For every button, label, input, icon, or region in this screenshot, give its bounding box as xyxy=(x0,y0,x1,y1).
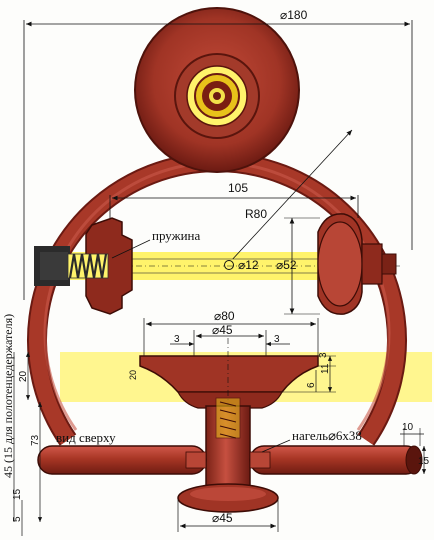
dim-axle-length-text: 105 xyxy=(228,181,248,195)
peg-label: нагель⌀6х38 xyxy=(292,428,362,443)
dim-height-73: 73 xyxy=(30,434,41,446)
dim-outer-diameter-text: ⌀180 xyxy=(280,8,308,22)
dim-radius-text: R80 xyxy=(245,207,267,221)
dim-offset-left: 3 xyxy=(174,334,180,345)
dim-bottom-5: 5 xyxy=(12,516,23,522)
dim-rod-15: 15 xyxy=(418,456,430,467)
dim-left-side: 20 73 45 (15 для полотенцедержателя) 5 1… xyxy=(1,314,43,536)
dim-offset-right: 3 xyxy=(274,334,280,345)
bottom-knob xyxy=(177,483,279,513)
side-label: 45 (15 для полотенцедержателя) xyxy=(1,314,15,478)
dim-axle-diameter: ⌀52 xyxy=(276,258,297,272)
dim-base-diameter: ⌀80 xyxy=(214,309,235,323)
dim-axle-length: 105 xyxy=(109,181,359,218)
dim-collar-diameter: ⌀45 xyxy=(212,323,233,337)
dim-height-11: 11 xyxy=(320,363,331,374)
rods xyxy=(37,445,423,475)
left-hub xyxy=(34,217,133,315)
dim-beam-20: 20 xyxy=(128,370,138,380)
central-post xyxy=(205,397,251,493)
dim-hole-diameter: ⌀12 xyxy=(238,258,259,272)
dim-bottom-diameter-text: ⌀45 xyxy=(212,511,233,525)
dim-height-3: 3 xyxy=(318,352,329,358)
dim-axle-center: ⌀12 ⌀52 xyxy=(224,217,320,315)
right-hub xyxy=(317,213,397,315)
top-disc xyxy=(134,7,300,173)
dim-outer-diameter: ⌀180 xyxy=(23,8,413,300)
top-view-label: вид сверху xyxy=(56,430,116,445)
dim-base: ⌀80 ⌀45 3 3 xyxy=(143,309,319,360)
dim-radius: R80 xyxy=(229,129,353,263)
dim-height-6: 6 xyxy=(306,382,317,388)
spring xyxy=(67,253,109,279)
dim-heights: 11 3 6 xyxy=(282,352,336,393)
spring-label: пружина xyxy=(152,228,201,243)
dim-height-20: 20 xyxy=(18,370,29,382)
dim-rod-end: 10 15 xyxy=(400,422,430,474)
dim-bottom-15: 15 xyxy=(12,488,23,500)
dim-bottom-diameter: ⌀45 xyxy=(177,500,279,532)
dim-rod-10: 10 xyxy=(402,422,414,433)
